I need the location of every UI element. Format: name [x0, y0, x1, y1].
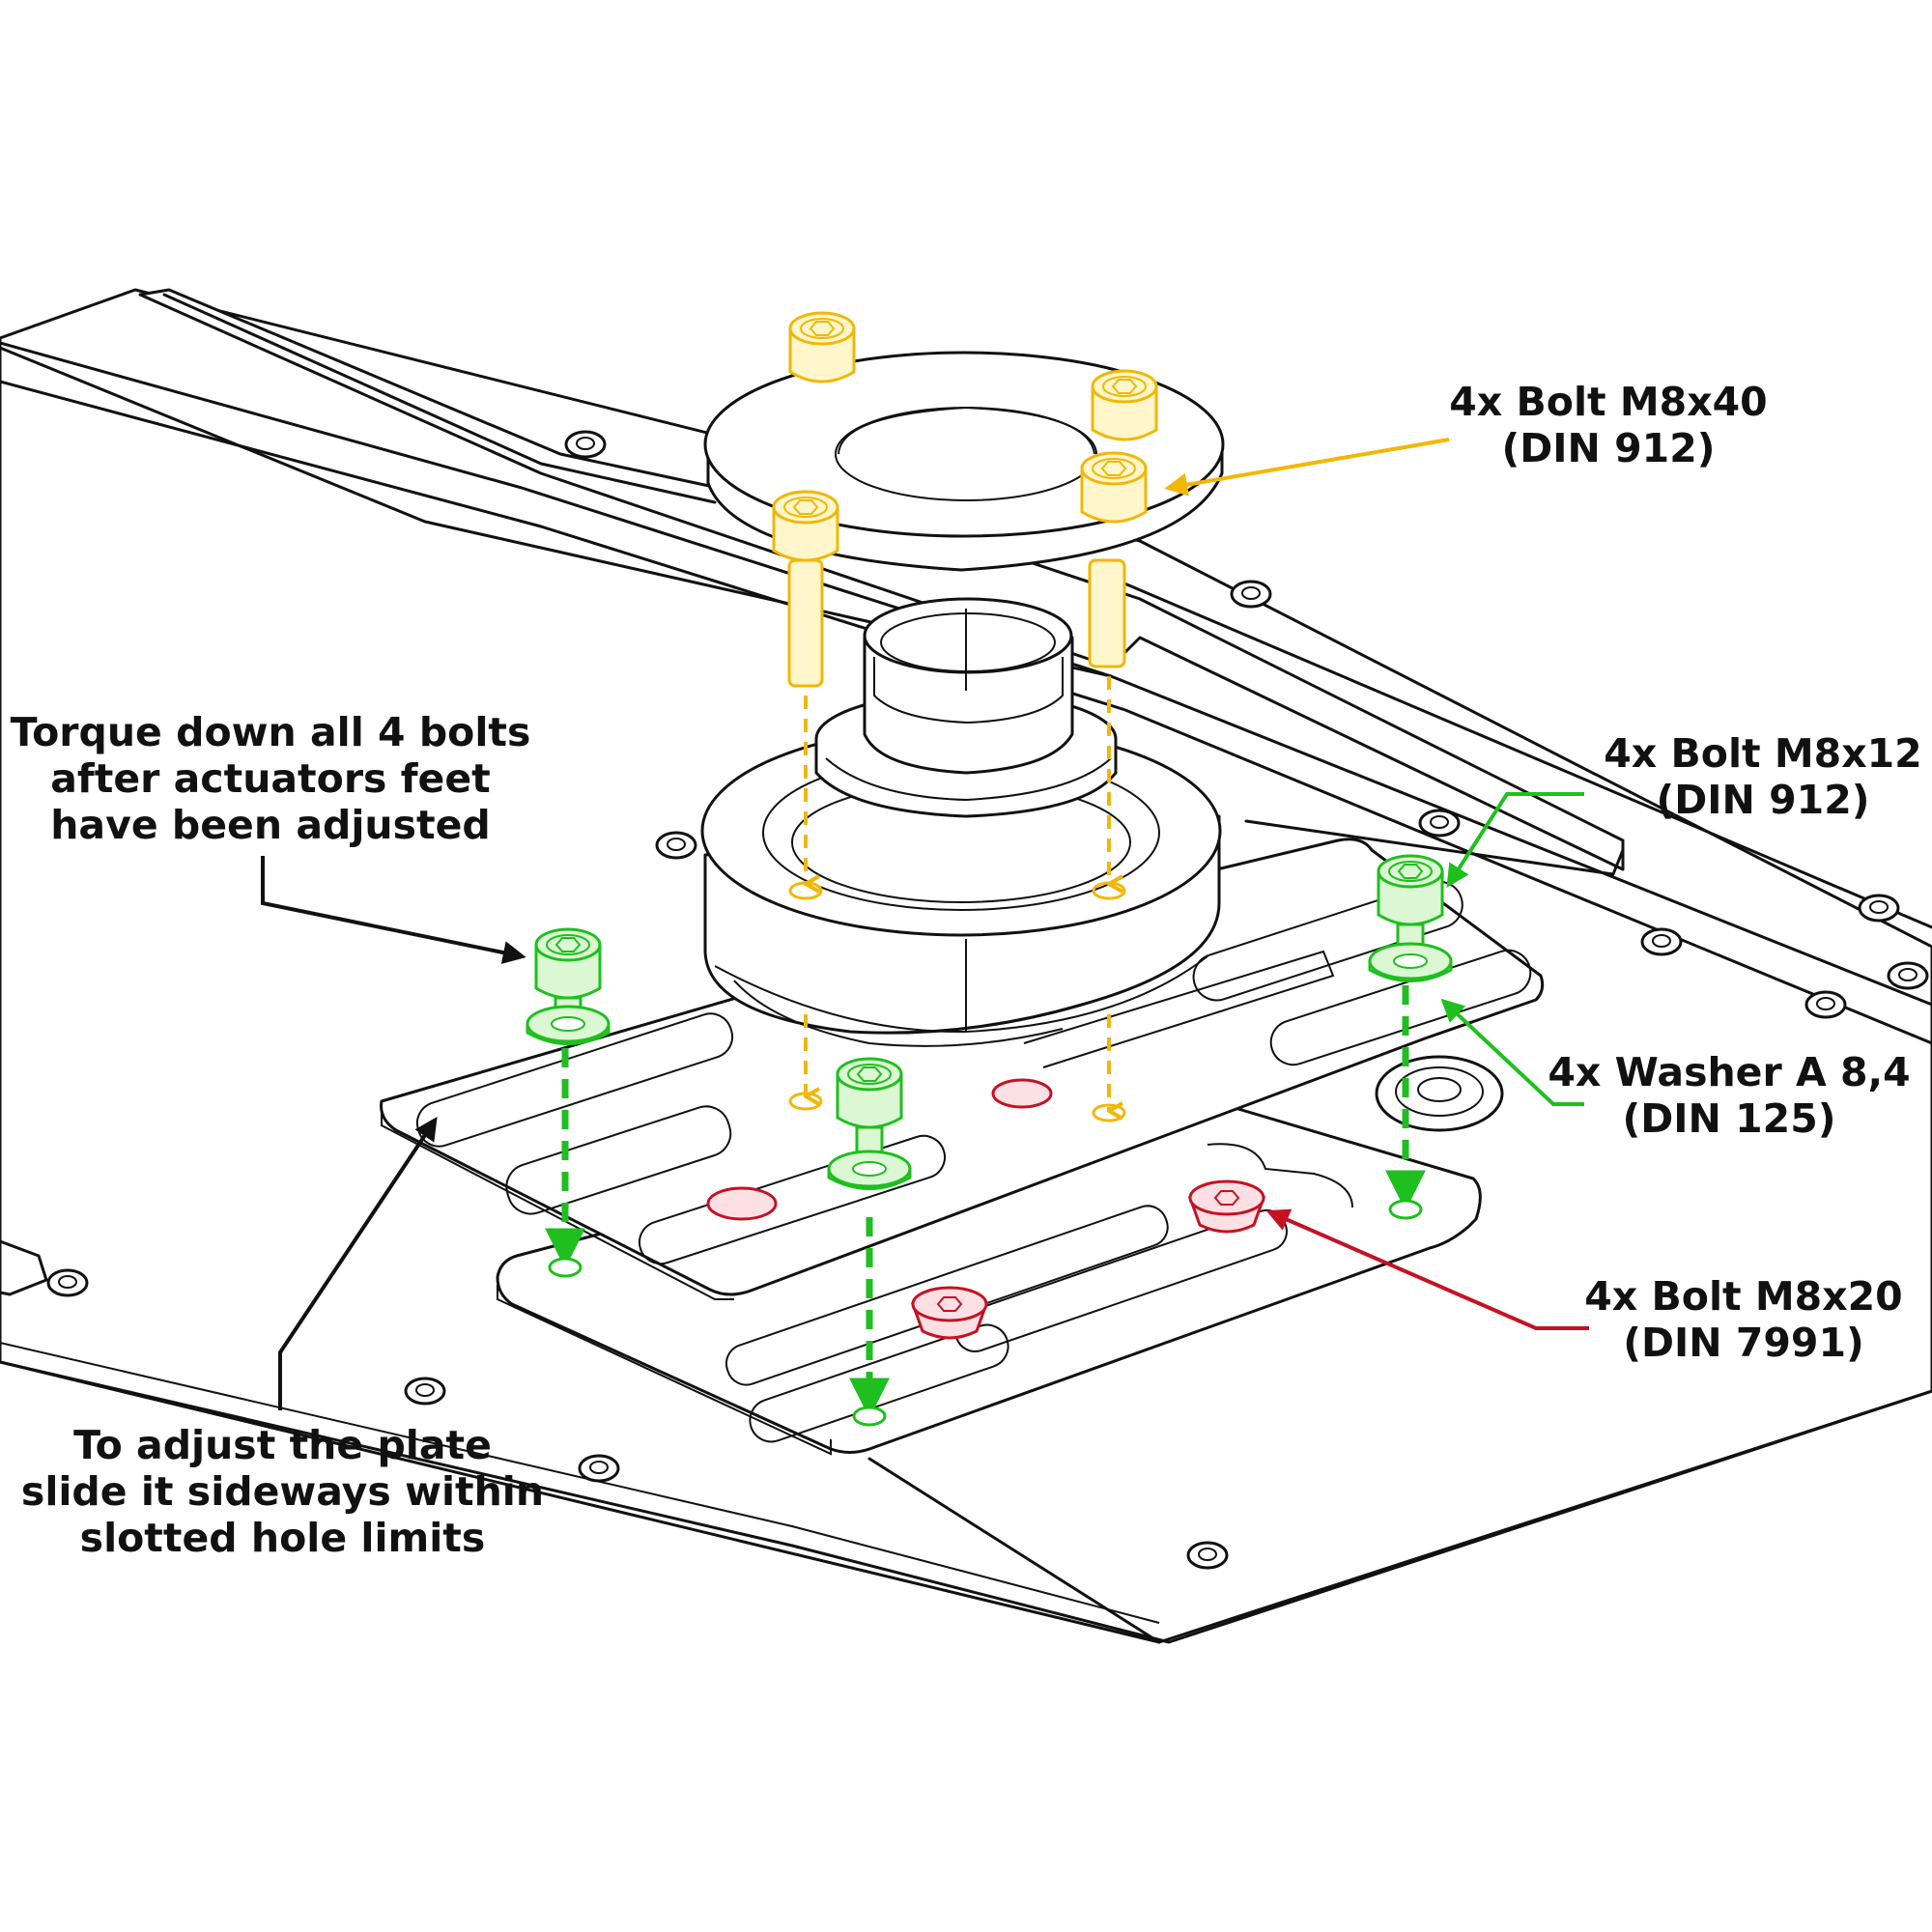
bolt-m8x12-group — [526, 854, 1453, 1190]
frame-fastener-icon — [404, 1377, 446, 1406]
bolt-shaft — [1088, 558, 1126, 668]
socket-head-bolt-icon — [1377, 854, 1444, 926]
callout-bolt-m8x40-line2: (DIN 912) — [1501, 425, 1716, 471]
countersunk-bolt-icon — [991, 1078, 1053, 1109]
callout-torque-note: Torque down all 4 bolts after actuators … — [0, 709, 541, 848]
leader-bolt-m8x12 — [1446, 792, 1584, 889]
cylindrical-mount — [700, 597, 1222, 1047]
upper-adjustment-plate — [380, 838, 1545, 1300]
frame-fastener-icon — [1887, 961, 1929, 990]
leader-lines — [261, 438, 1589, 1410]
callout-torque-line3: have been adjusted — [50, 802, 491, 848]
washer-icon — [526, 1005, 611, 1045]
target-hole — [1092, 881, 1126, 900]
explode-lines — [545, 676, 1426, 1427]
target-hole — [852, 1406, 887, 1427]
callout-adjust-line1: To adjust the plate — [73, 1422, 492, 1468]
callout-bolt-m8x20-line1: 4x Bolt M8x20 — [1584, 1273, 1903, 1320]
leader-bolt-m8x20 — [1265, 1208, 1589, 1330]
leader-adjust-note — [278, 1117, 438, 1410]
leader-torque-note — [261, 856, 526, 964]
frame-fastener-icon — [655, 831, 697, 860]
callout-bolt-m8x20-line2: (DIN 7991) — [1623, 1320, 1864, 1366]
countersunk-bolt-icon — [910, 1286, 989, 1340]
callout-bolt-m8x40-line1: 4x Bolt M8x40 — [1449, 379, 1768, 425]
socket-head-bolt-icon — [772, 490, 839, 562]
callout-adjust-note: To adjust the plate slide it sideways wi… — [0, 1422, 565, 1561]
frame-fastener-icon — [1804, 990, 1847, 1019]
frame-fastener-icon — [1186, 1541, 1229, 1570]
callout-adjust-line3: slotted hole limits — [79, 1515, 486, 1561]
callout-adjust-line2: slide it sideways within — [20, 1468, 545, 1515]
washer-icon — [827, 1150, 912, 1190]
frame-fastener-icon — [1418, 809, 1461, 838]
callout-torque-line2: after actuators feet — [50, 755, 491, 802]
socket-head-bolt-icon — [1091, 369, 1158, 441]
callout-bolt-m8x20: 4x Bolt M8x20 (DIN 7991) — [1555, 1273, 1932, 1366]
target-hole — [1388, 1199, 1423, 1220]
callout-washer: 4x Washer A 8,4 (DIN 125) — [1526, 1049, 1932, 1142]
countersunk-bolt-icon — [1187, 1179, 1266, 1234]
bolt-m8x40-group — [772, 311, 1158, 688]
frame-fastener-icon — [1230, 580, 1272, 609]
countersunk-bolt-icon — [706, 1186, 778, 1221]
callout-washer-line1: 4x Washer A 8,4 — [1548, 1049, 1911, 1095]
callout-bolt-m8x12-line2: (DIN 912) — [1656, 777, 1870, 823]
frame-fastener-icon — [1640, 927, 1683, 956]
callout-bolt-m8x40: 4x Bolt M8x40 (DIN 912) — [1410, 379, 1806, 471]
leader-bolt-m8x40 — [1164, 438, 1450, 497]
leader-washer — [1440, 998, 1584, 1106]
washer-icon — [1368, 942, 1453, 982]
target-hole — [788, 1092, 823, 1111]
target-hole — [788, 881, 823, 900]
callout-bolt-m8x12-line1: 4x Bolt M8x12 — [1604, 730, 1922, 777]
frame-fastener-icon — [1858, 894, 1900, 923]
target-hole — [1092, 1103, 1126, 1122]
frame-fastener-icon — [578, 1454, 620, 1483]
actuator-foot-recess — [1375, 1055, 1504, 1132]
frame-fastener-icon — [564, 430, 607, 459]
socket-head-bolt-icon — [1080, 451, 1148, 524]
target-hole — [548, 1257, 582, 1278]
socket-head-bolt-icon — [836, 1057, 903, 1129]
socket-head-bolt-icon — [534, 927, 602, 1000]
callout-washer-line2: (DIN 125) — [1622, 1095, 1836, 1142]
callout-bolt-m8x12: 4x Bolt M8x12 (DIN 912) — [1565, 730, 1932, 823]
socket-head-bolt-icon — [788, 311, 856, 384]
frame-fastener-icon — [46, 1268, 89, 1297]
bolt-shaft — [787, 558, 824, 688]
callout-torque-line1: Torque down all 4 bolts — [10, 709, 531, 755]
bolt-m8x20-group — [706, 1078, 1266, 1340]
